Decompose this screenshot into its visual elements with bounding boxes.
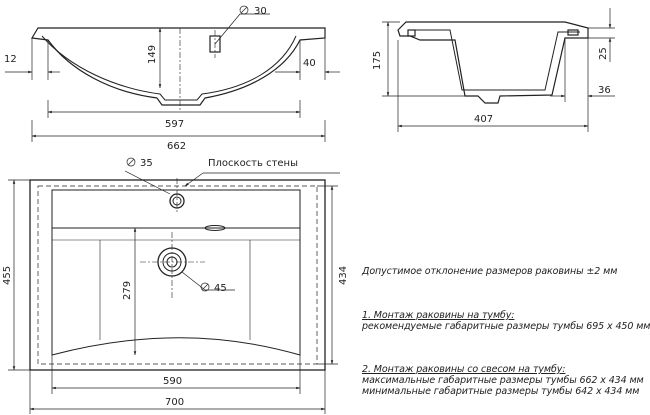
mount1-title: 1. Монтаж раковины на тумбу: <box>362 310 515 321</box>
mount2-min: минимальные габаритные размеры тумбы 642… <box>362 386 640 397</box>
dim-drain-dia-45: 45 <box>214 283 227 294</box>
plan-dimensions <box>8 157 340 414</box>
tolerance-text: Допустимое отклонение размеров раковины … <box>362 266 618 277</box>
side-section-view <box>397 21 589 104</box>
dim-depth-407: 407 <box>474 114 493 125</box>
dim-rim-36: 36 <box>598 85 611 96</box>
dim-depth-149: 149 <box>147 45 158 64</box>
dim-hole-dia-35: 35 <box>140 158 153 169</box>
plan-view <box>29 178 326 371</box>
mount2-title: 2. Монтаж раковины со свесом на тумбу: <box>362 364 566 375</box>
dim-hole-dia-top: 30 <box>254 6 267 17</box>
front-section-view <box>31 27 326 110</box>
mount2-max: максимальные габаритные размеры тумбы 66… <box>362 375 644 386</box>
dim-rim-12: 12 <box>4 54 17 65</box>
mount1-text: рекомендуемые габаритные размеры тумбы 6… <box>362 321 650 332</box>
dim-height-455: 455 <box>2 266 13 285</box>
mount-note-1: 1. Монтаж раковины на тумбу: рекомендуем… <box>362 310 650 332</box>
dim-height-175: 175 <box>372 51 383 70</box>
front-dimensions <box>5 5 340 142</box>
dim-width-590: 590 <box>163 376 182 387</box>
mount-note-2: 2. Монтаж раковины со свесом на тумбу: м… <box>362 364 644 397</box>
dim-edge-40: 40 <box>303 58 316 69</box>
tolerance-note: Допустимое отклонение размеров раковины … <box>362 266 617 277</box>
dim-width-597: 597 <box>165 119 184 130</box>
label-wall-plane: Плоскость стены <box>208 158 298 169</box>
side-dimensions <box>382 8 615 132</box>
dim-width-662: 662 <box>167 141 186 152</box>
dim-height-279: 279 <box>122 281 133 300</box>
dim-rim-25: 25 <box>598 47 609 60</box>
dim-height-434: 434 <box>338 266 349 285</box>
dim-width-700: 700 <box>165 397 184 408</box>
